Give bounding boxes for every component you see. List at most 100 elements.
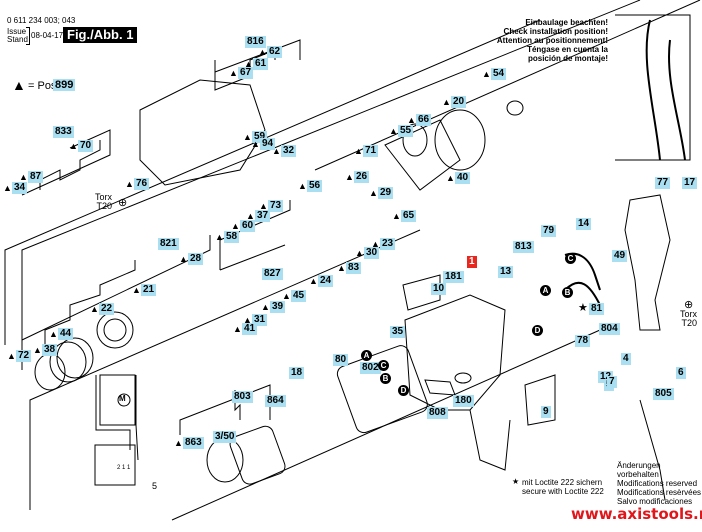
part-label-81[interactable]: 81	[589, 303, 605, 315]
part-label-65[interactable]: 65	[401, 210, 417, 222]
part-label-1[interactable]: 1	[467, 256, 477, 268]
triangle-icon: ▲	[354, 146, 363, 156]
part-label-827[interactable]: 827	[262, 268, 283, 280]
part-label-44[interactable]: 44	[58, 328, 74, 340]
part-label-833[interactable]: 833	[53, 126, 74, 138]
part-label-32[interactable]: 32	[281, 145, 297, 157]
part-label-24[interactable]: 24	[318, 275, 334, 287]
part-label-94[interactable]: 94	[260, 138, 276, 150]
part-label-62[interactable]: 62	[267, 46, 283, 58]
part-label-87[interactable]: 87	[28, 171, 44, 183]
part-label-39[interactable]: 39	[270, 301, 286, 313]
triangle-icon: ▲	[251, 139, 260, 149]
part-label-38[interactable]: 38	[42, 344, 58, 356]
part-label-30[interactable]: 30	[364, 247, 380, 259]
part-label-10[interactable]: 10	[431, 283, 447, 295]
torx-text: Torx	[95, 192, 113, 202]
part-label-71[interactable]: 71	[363, 145, 379, 157]
part-label-816[interactable]: 816	[245, 36, 266, 48]
part-label-78[interactable]: 78	[575, 335, 591, 347]
part-label-58[interactable]: 58	[224, 231, 240, 243]
triangle-icon: ▲	[446, 173, 455, 183]
part-label-4[interactable]: 4	[621, 353, 631, 365]
notice-line: posición de montaje!	[527, 54, 608, 63]
part-label-60[interactable]: 60	[240, 220, 256, 232]
part-label-802[interactable]: 802	[360, 362, 381, 374]
part-label-61[interactable]: 61	[253, 58, 269, 70]
note-line: Modifications reserved	[617, 479, 698, 488]
part-label-9[interactable]: 9	[541, 406, 551, 418]
part-label-72[interactable]: 72	[16, 350, 32, 362]
part-label-37[interactable]: 37	[255, 210, 271, 222]
part-label-17[interactable]: 17	[682, 177, 698, 189]
part-label-804[interactable]: 804	[599, 323, 620, 335]
part-label-864[interactable]: 864	[265, 395, 286, 407]
part-label-76[interactable]: 76	[134, 178, 150, 190]
part-label-14[interactable]: 14	[576, 218, 592, 230]
terminals: 2 1 1	[117, 465, 131, 471]
part-label-181[interactable]: 181	[443, 271, 464, 283]
note-line: Modifications resèrvées	[617, 488, 702, 497]
part-label-83[interactable]: 83	[346, 262, 362, 274]
part-label-23[interactable]: 23	[380, 238, 396, 250]
part-label-26[interactable]: 26	[354, 171, 370, 183]
part-label-28[interactable]: 28	[188, 253, 204, 265]
triangle-icon: ▲	[69, 141, 78, 151]
part-label-79[interactable]: 79	[541, 225, 557, 237]
triangle-icon: ▲	[243, 315, 252, 325]
notice-line: Check installation position!	[503, 27, 608, 36]
part-label-35[interactable]: 35	[390, 326, 406, 338]
part-label-20[interactable]: 20	[451, 96, 467, 108]
part-label-805[interactable]: 805	[653, 388, 674, 400]
part-label-863[interactable]: 863	[183, 437, 204, 449]
part-label-45[interactable]: 45	[291, 290, 307, 302]
notice-line: Einbaulage beachten!	[525, 18, 608, 27]
part-label-67[interactable]: 67	[238, 67, 254, 79]
triangle-icon: ▲	[243, 132, 252, 142]
part-label-18[interactable]: 18	[289, 367, 305, 379]
part-label-180[interactable]: 180	[453, 395, 474, 407]
connector-d-marker: D	[532, 325, 543, 336]
triangle-icon: ▲	[33, 345, 42, 355]
triangle-icon: ▲	[298, 181, 307, 191]
triangle-icon: ▲	[3, 183, 12, 193]
part-label-55[interactable]: 55	[398, 125, 414, 137]
part-label-821[interactable]: 821	[158, 238, 179, 250]
part-label-803[interactable]: 803	[232, 391, 253, 403]
torx-size: T20	[96, 201, 113, 211]
part-label-13[interactable]: 13	[498, 266, 514, 278]
part-label-813[interactable]: 813	[513, 241, 534, 253]
part-label-21[interactable]: 21	[141, 284, 157, 296]
part-label-34[interactable]: 34	[12, 182, 28, 194]
triangle-icon: ▲	[229, 68, 238, 78]
part-label-41[interactable]: 41	[242, 323, 258, 335]
part-label-70[interactable]: 70	[78, 140, 94, 152]
part-label-73[interactable]: 73	[268, 200, 284, 212]
part-label-77[interactable]: 77	[655, 177, 671, 189]
part-label-66[interactable]: 66	[416, 114, 432, 126]
figure-label: Fig./Abb. 1	[63, 27, 138, 43]
part-label-49[interactable]: 49	[612, 250, 628, 262]
watermark-link[interactable]: www.axistools.ru	[571, 505, 702, 523]
triangle-icon: ▲	[246, 211, 255, 221]
part-label-808[interactable]: 808	[427, 407, 448, 419]
loctite-note: mit Loctite 222 sichern secure with Loct…	[522, 478, 604, 496]
connector-c-marker: C	[565, 253, 576, 264]
part-label-80[interactable]: 80	[333, 354, 349, 366]
part-label-54[interactable]: 54	[491, 68, 507, 80]
part-label-3-50[interactable]: 3/50	[213, 431, 237, 443]
triangle-icon: ▲	[233, 324, 242, 334]
torx-icon: ⊕	[118, 197, 128, 209]
connector-b-marker: B	[562, 287, 573, 298]
notice-line: Téngase en cuenta la	[527, 45, 608, 54]
part-label-6[interactable]: 6	[676, 367, 686, 379]
triangle-icon: ▲	[337, 263, 346, 273]
part-label-56[interactable]: 56	[307, 180, 323, 192]
connector-a-marker: A	[361, 350, 372, 361]
part-label-29[interactable]: 29	[378, 187, 394, 199]
issue-label: Issue	[7, 27, 27, 36]
part-label-40[interactable]: 40	[455, 172, 471, 184]
triangle-icon: ▲	[309, 276, 318, 286]
part-label-22[interactable]: 22	[99, 303, 115, 315]
part-label-7[interactable]: 7	[607, 376, 617, 388]
